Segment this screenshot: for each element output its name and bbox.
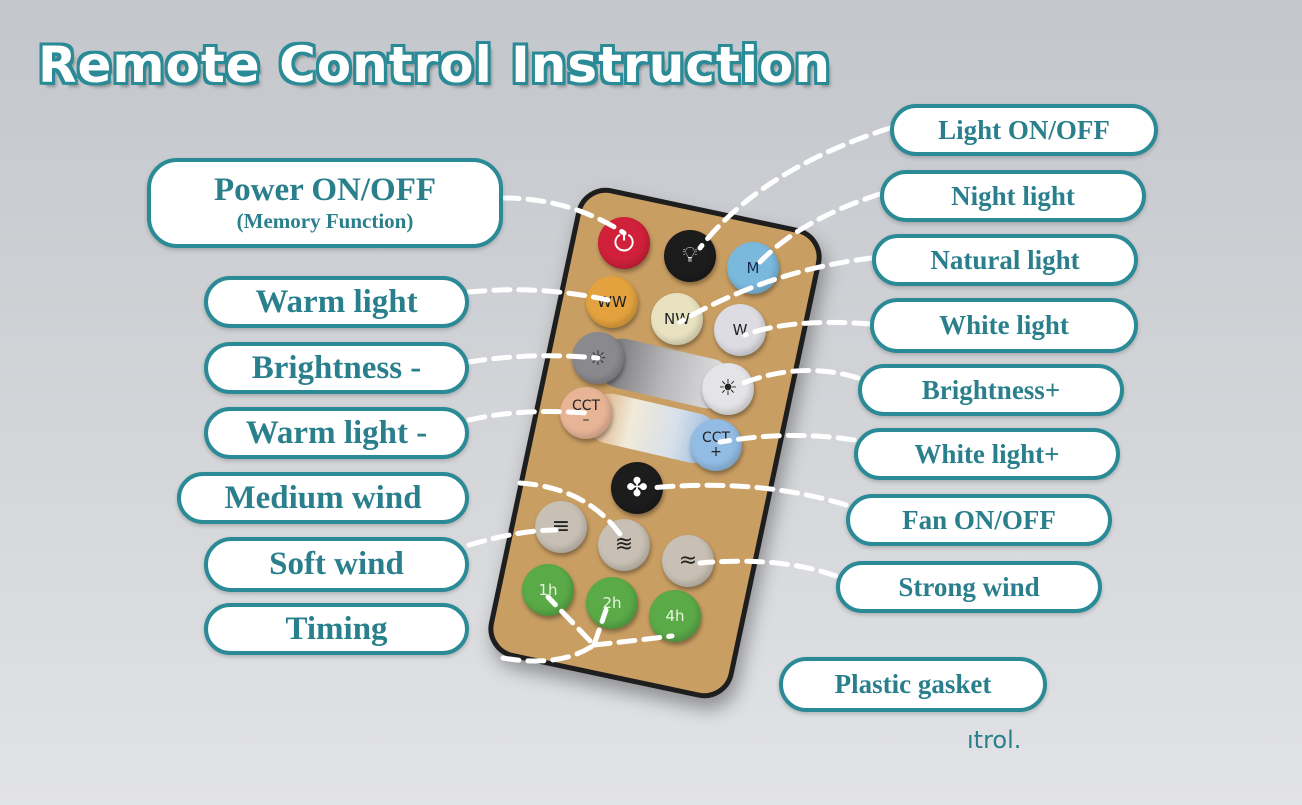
label-soft-wind: Soft wind	[204, 537, 469, 592]
label-light-onoff: Light ON/OFF	[890, 104, 1158, 156]
soft-wind-button[interactable]: ≡	[535, 501, 587, 553]
label-white-light-plus: White light+	[854, 428, 1120, 480]
connector-wplus	[717, 432, 857, 445]
connector-night	[757, 191, 883, 265]
timer-4h-button[interactable]: 4h	[649, 590, 701, 642]
timer-2h-button[interactable]: 2h	[586, 577, 638, 629]
connector-strong	[697, 558, 839, 579]
warm-light-ww-button[interactable]: WW	[586, 276, 638, 328]
label-fan-onoff: Fan ON/OFF	[846, 494, 1112, 546]
medium-wind-button[interactable]: ≋	[598, 519, 650, 571]
connector-bplus	[735, 367, 861, 388]
label-power-text: Power ON/OFF	[213, 172, 437, 208]
connector-light	[697, 125, 893, 251]
label-white-light: White light	[870, 298, 1138, 353]
label-timing: Timing	[204, 603, 469, 655]
label-brightness-plus: Brightness+	[858, 364, 1124, 416]
label-night-light: Night light	[880, 170, 1146, 222]
label-natural-light: Natural light	[872, 234, 1138, 286]
cct-plus-button[interactable]: CCT +	[690, 419, 742, 471]
page-title: Remote Control Instruction	[38, 36, 831, 94]
connector-power	[500, 195, 627, 236]
label-power-subtext: (Memory Function)	[236, 209, 414, 233]
label-warm-light: Warm light	[204, 276, 469, 328]
connector-wminus	[466, 409, 589, 423]
connector-timing	[500, 594, 675, 664]
label-warm-light-minus: Warm light -	[204, 407, 469, 459]
connector-white	[742, 319, 873, 338]
label-power-onoff: Power ON/OFF (Memory Function)	[147, 158, 503, 248]
label-medium-wind: Medium wind	[177, 472, 469, 524]
label-strong-wind: Strong wind	[836, 561, 1102, 613]
brightness-plus-button[interactable]: ☀︎	[702, 363, 754, 415]
connector-medium	[517, 480, 627, 543]
connector-soft	[466, 527, 559, 548]
fan-button[interactable]: ✤	[611, 462, 663, 514]
connector-natural	[677, 255, 875, 325]
connector-fan	[647, 482, 849, 508]
connector-bminus	[466, 353, 601, 365]
footer-text-fragment: ıtrol.	[967, 726, 1022, 754]
timer-1h-button[interactable]: 1h	[522, 564, 574, 616]
connector-warm	[466, 287, 611, 303]
label-brightness-minus: Brightness -	[204, 342, 469, 394]
label-plastic-gasket: Plastic gasket	[779, 657, 1047, 712]
